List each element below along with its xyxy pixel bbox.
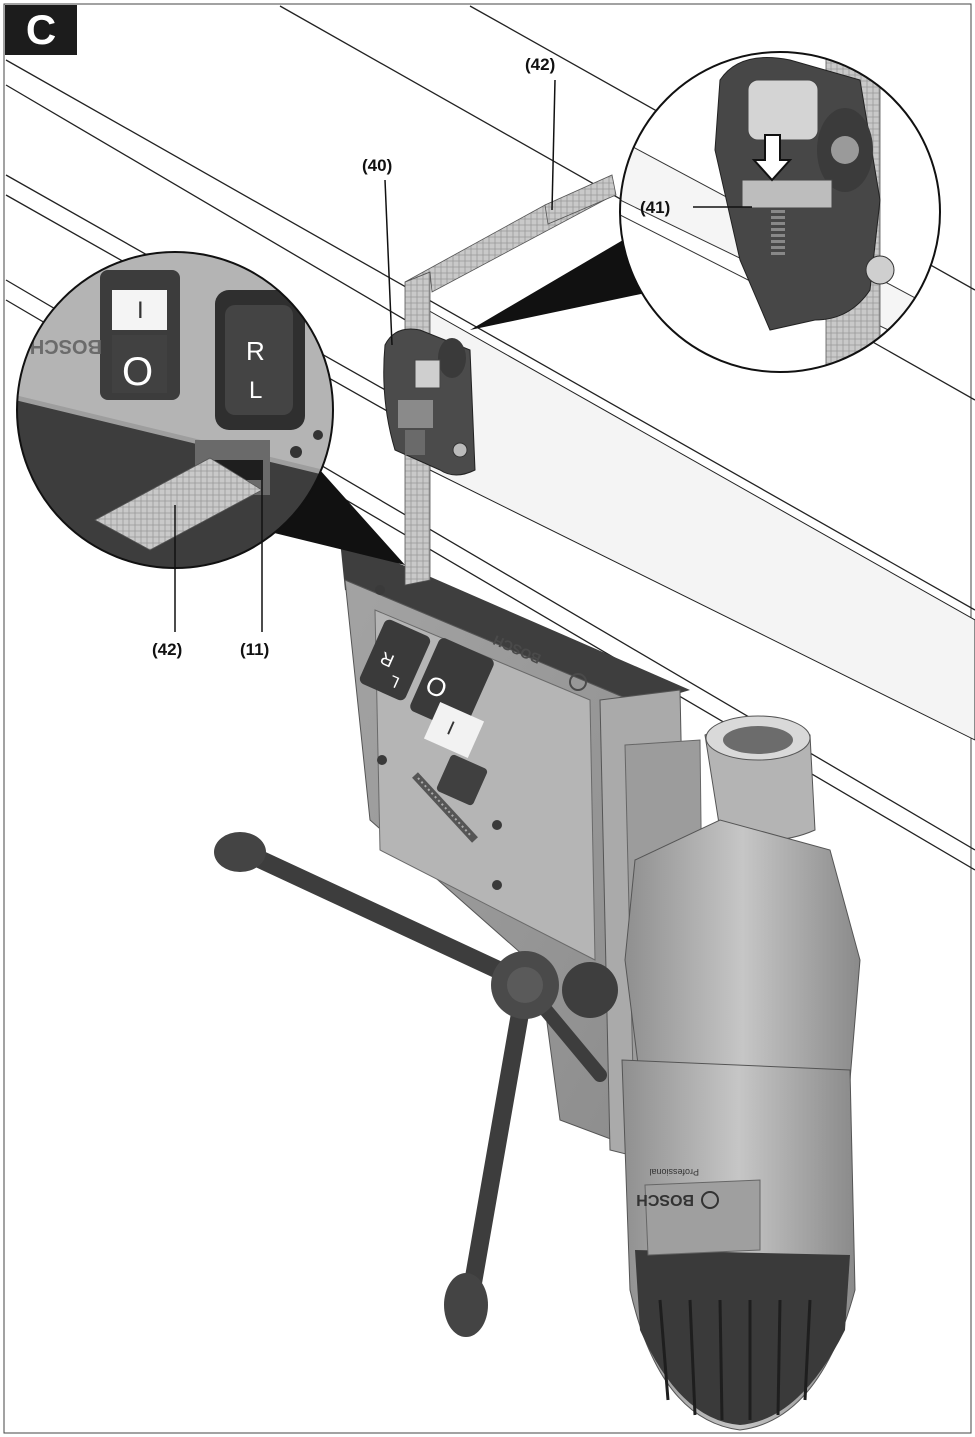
svg-text:I: I <box>137 297 144 324</box>
svg-text:Professional: Professional <box>649 1167 699 1177</box>
svg-text:R: R <box>246 336 265 366</box>
zoom-detail-right <box>619 51 941 373</box>
callout-40-ratchet: (40) <box>362 156 393 175</box>
drill-motor: BOSCH Professional <box>621 715 861 1431</box>
capstan-handle <box>214 832 618 1337</box>
callout-42-strap-bottom: (42) <box>152 640 183 659</box>
svg-text:BOSCH: BOSCH <box>636 1191 694 1208</box>
svg-text:L: L <box>249 377 262 404</box>
ratchet-buckle <box>383 328 476 476</box>
figure-badge: C <box>5 5 77 55</box>
callout-11-strap-slot: (11) <box>240 640 270 659</box>
svg-text:O: O <box>122 350 153 394</box>
leader-lines <box>174 79 752 632</box>
callout-42-strap-top: (42) <box>525 55 556 74</box>
zoom-connector-right <box>470 230 660 330</box>
callout-41-release-lever: (41) <box>640 198 671 217</box>
svg-text:BOSCH: BOSCH <box>30 335 102 357</box>
